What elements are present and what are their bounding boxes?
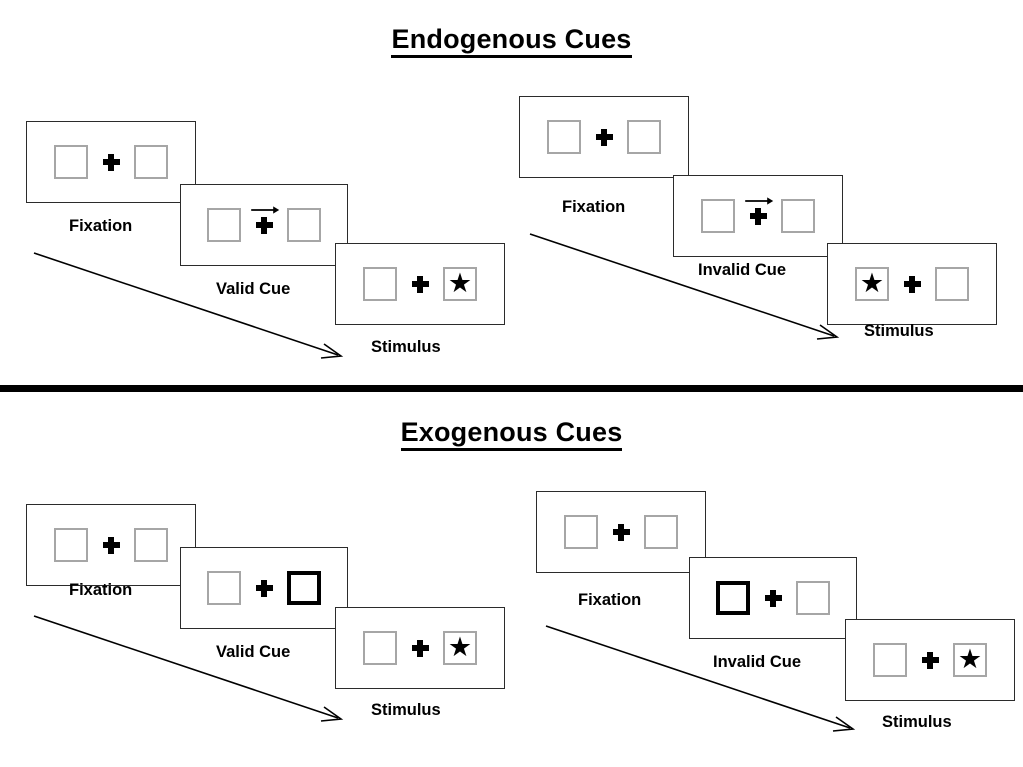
- stimulus-box-left: [547, 120, 581, 154]
- stimulus-box-left: [54, 528, 88, 562]
- section-title-endogenous-text: Endogenous Cues: [391, 24, 632, 58]
- fixation-slot: [397, 267, 443, 301]
- panel-exogenous-invalid-stimulus: ★: [845, 619, 1015, 701]
- fixation-slot: [581, 120, 627, 154]
- plus-icon: [255, 579, 273, 597]
- stimulus-box-left: [701, 199, 735, 233]
- caption-endogenous-invalid-fixation: Fixation: [562, 198, 626, 216]
- fixation-slot: [750, 581, 796, 615]
- stimulus-box-right: ★: [443, 267, 477, 301]
- star-icon: ★: [957, 643, 983, 674]
- panel-endogenous-valid-stimulus: ★: [335, 243, 505, 325]
- panel-endogenous-valid-fixation: [26, 121, 196, 203]
- caption-endogenous-invalid-cue: Invalid Cue: [698, 261, 787, 279]
- panel-inner: [564, 515, 678, 549]
- plus-icon: [921, 651, 939, 669]
- stimulus-box-right: [781, 199, 815, 233]
- caption-endogenous-valid-stimulus: Stimulus: [371, 338, 441, 356]
- plus-icon: [612, 523, 630, 541]
- stimulus-box-right: [287, 208, 321, 242]
- panel-inner: [547, 120, 661, 154]
- stimulus-box-right-cued: [287, 571, 321, 605]
- panel-inner: [207, 571, 321, 605]
- fixation-slot: [88, 528, 134, 562]
- plus-icon: [749, 207, 767, 225]
- fixation-slot: [889, 267, 935, 301]
- panel-exogenous-valid-stimulus: ★: [335, 607, 505, 689]
- panel-inner: [716, 581, 830, 615]
- stimulus-box-right: ★: [953, 643, 987, 677]
- stimulus-box-left: [873, 643, 907, 677]
- plus-icon: [764, 589, 782, 607]
- panel-endogenous-invalid-stimulus: ★: [827, 243, 997, 325]
- fixation-slot: [241, 571, 287, 605]
- caption-exogenous-valid-cue: Valid Cue: [216, 643, 291, 661]
- caption-endogenous-valid-fixation: Fixation: [69, 217, 133, 235]
- panel-inner: [54, 528, 168, 562]
- panel-inner: [54, 145, 168, 179]
- panel-inner: ★: [363, 631, 477, 665]
- stimulus-box-right: [627, 120, 661, 154]
- caption-exogenous-invalid-stimulus: Stimulus: [882, 713, 952, 731]
- stimulus-box-right: [134, 145, 168, 179]
- fixation-slot: [907, 643, 953, 677]
- caption-endogenous-valid-cue: Valid Cue: [216, 280, 291, 298]
- stimulus-box-left: [54, 145, 88, 179]
- star-icon: ★: [447, 267, 473, 298]
- plus-icon: [102, 536, 120, 554]
- arrow-right-icon: [251, 206, 280, 214]
- fixation-slot: [598, 515, 644, 549]
- panel-endogenous-invalid-fixation: [519, 96, 689, 178]
- stimulus-box-right: [644, 515, 678, 549]
- section-divider: [0, 385, 1023, 392]
- stimulus-box-right: [796, 581, 830, 615]
- panel-endogenous-invalid-cue: [673, 175, 843, 257]
- plus-icon: [102, 153, 120, 171]
- caption-exogenous-valid-fixation: Fixation: [69, 581, 133, 599]
- section-title-exogenous-text: Exogenous Cues: [400, 417, 623, 451]
- panel-exogenous-valid-cue: [180, 547, 348, 629]
- panel-exogenous-valid-fixation: [26, 504, 196, 586]
- plus-icon: [411, 639, 429, 657]
- star-icon: ★: [447, 631, 473, 662]
- plus-icon: [595, 128, 613, 146]
- panel-exogenous-invalid-cue: [689, 557, 857, 639]
- plus-icon: [903, 275, 921, 293]
- panel-exogenous-invalid-fixation: [536, 491, 706, 573]
- fixation-slot: [735, 197, 781, 233]
- panel-inner: [701, 197, 815, 233]
- section-title-exogenous: Exogenous Cues: [0, 417, 1023, 451]
- panel-endogenous-valid-cue: [180, 184, 348, 266]
- stimulus-box-right: [134, 528, 168, 562]
- caption-endogenous-invalid-stimulus: Stimulus: [864, 322, 934, 340]
- plus-icon: [255, 216, 273, 234]
- stimulus-box-right: [935, 267, 969, 301]
- stimulus-box-left: [207, 208, 241, 242]
- panel-inner: ★: [873, 643, 987, 677]
- fixation-slot: [88, 145, 134, 179]
- stimulus-box-left: [564, 515, 598, 549]
- panel-inner: ★: [363, 267, 477, 301]
- section-title-endogenous: Endogenous Cues: [0, 24, 1023, 58]
- stimulus-box-right: ★: [443, 631, 477, 665]
- arrow-right-icon: [745, 197, 774, 205]
- stimulus-box-left: [207, 571, 241, 605]
- stimulus-box-left: [363, 267, 397, 301]
- plus-icon: [411, 275, 429, 293]
- caption-exogenous-valid-stimulus: Stimulus: [371, 701, 441, 719]
- stimulus-box-left: ★: [855, 267, 889, 301]
- fixation-slot: [241, 206, 287, 242]
- panel-inner: [207, 206, 321, 242]
- stimulus-box-left-cued: [716, 581, 750, 615]
- star-icon: ★: [859, 267, 885, 298]
- stimulus-box-left: [363, 631, 397, 665]
- fixation-slot: [397, 631, 443, 665]
- caption-exogenous-invalid-fixation: Fixation: [578, 591, 642, 609]
- caption-exogenous-invalid-cue: Invalid Cue: [713, 653, 802, 671]
- panel-inner: ★: [855, 267, 969, 301]
